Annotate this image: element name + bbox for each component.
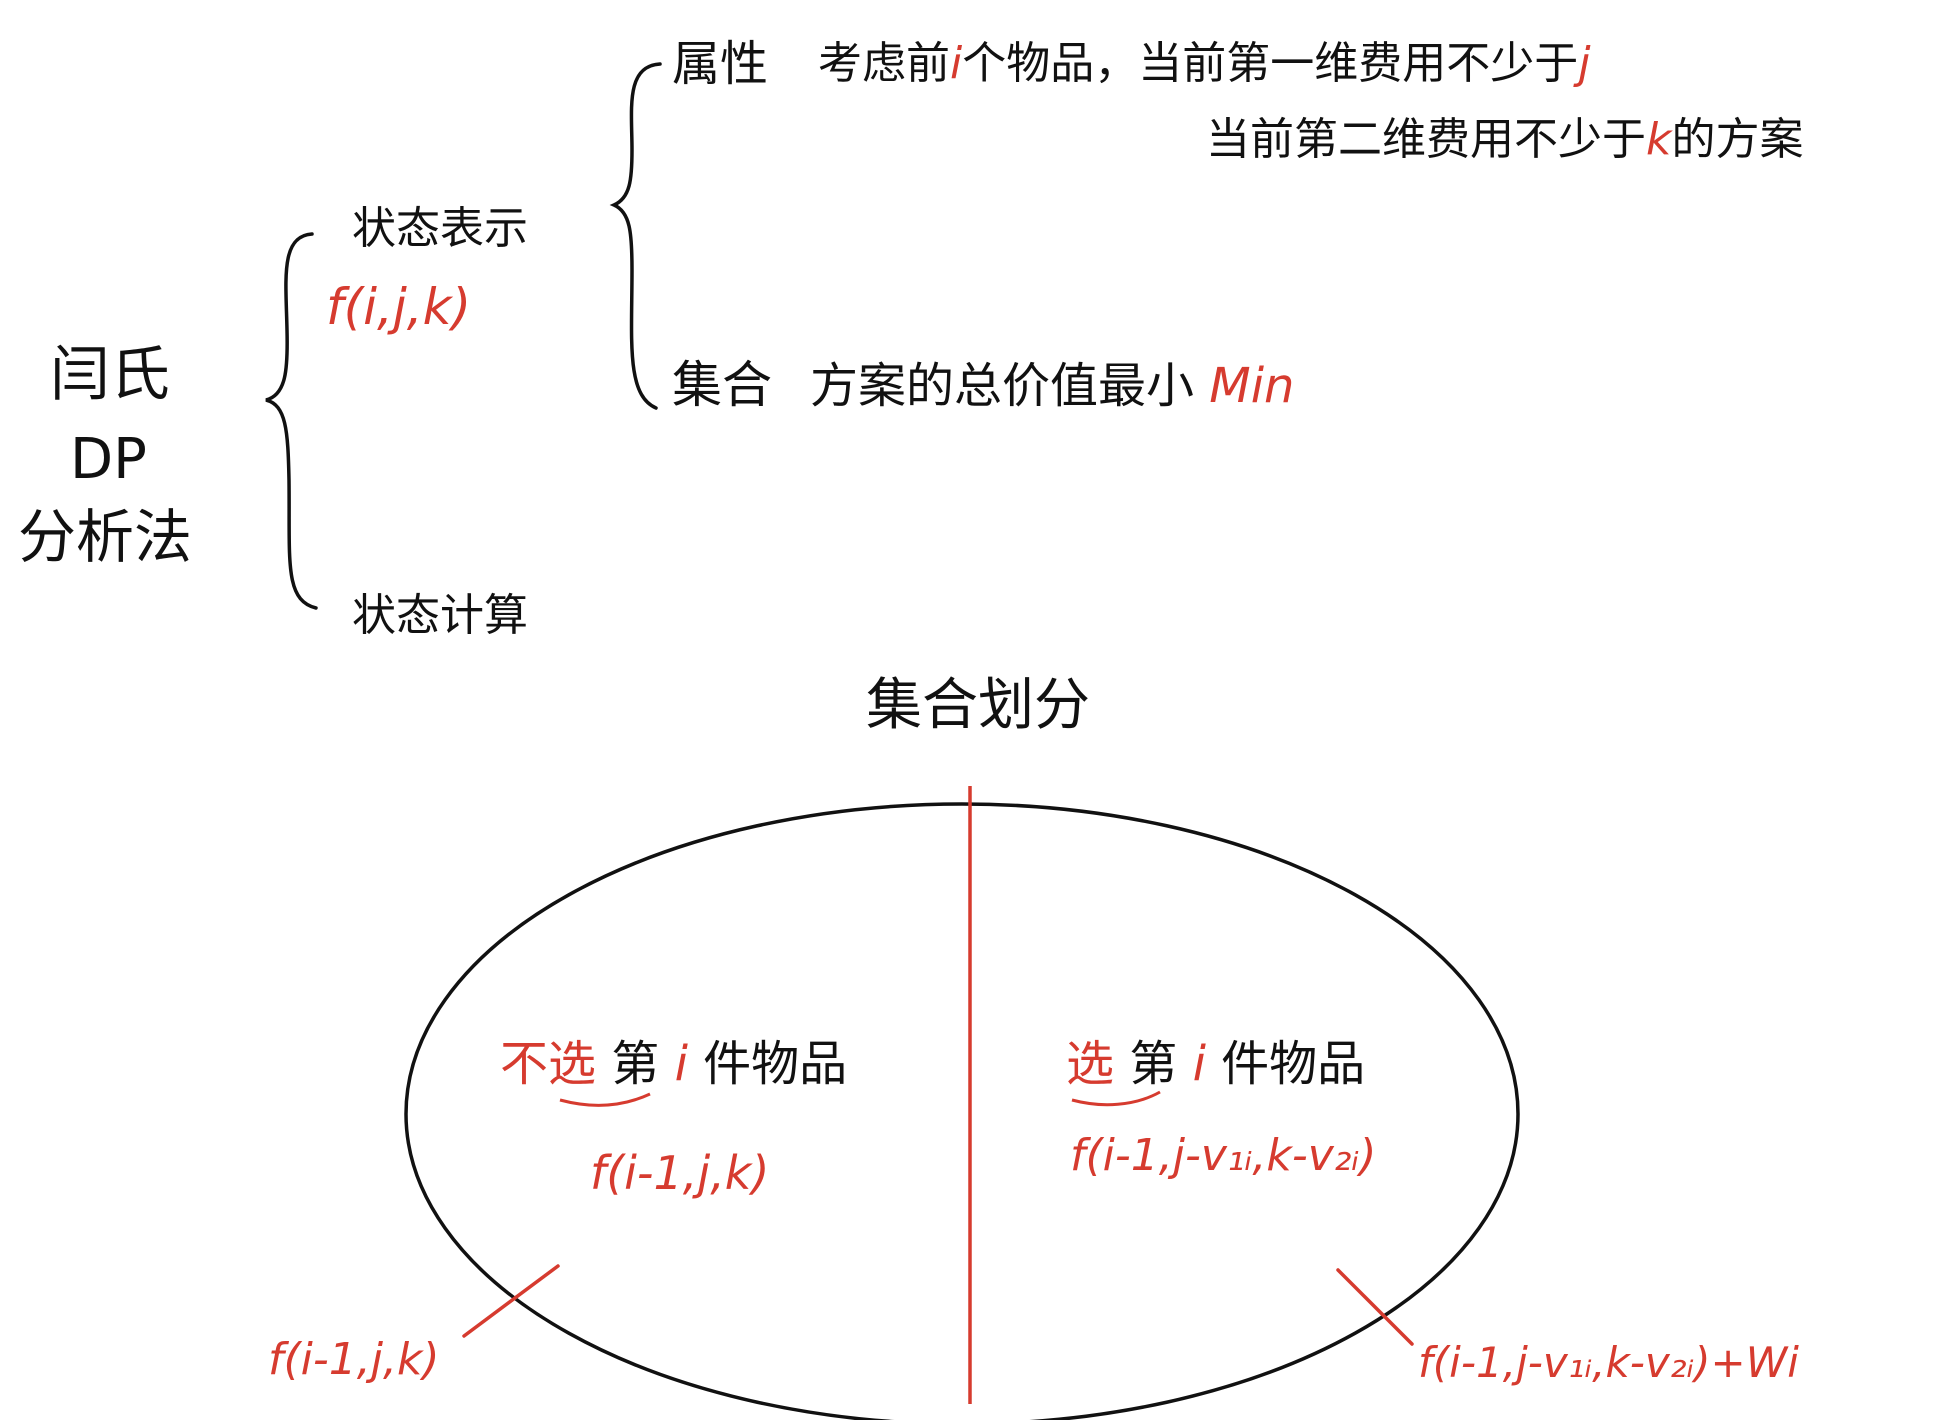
title-line-1: 闫氏 xyxy=(50,340,170,410)
attribute-var-k: k xyxy=(1646,114,1672,165)
attribute-text-b: 个物品，当前第一维费用不少于 xyxy=(962,38,1579,89)
left-callout: f(i-1,j,k) xyxy=(268,1334,440,1385)
upper-brace xyxy=(609,62,662,410)
attribute-text-a: 考虑前 xyxy=(818,38,950,89)
main-brace xyxy=(265,232,318,610)
left-case-formula: f(i-1,j,k) xyxy=(590,1146,770,1200)
right-case-text-b: 件物品 xyxy=(1221,1036,1366,1092)
right-case-label: 选 第 i 件物品 xyxy=(1066,1040,1365,1088)
collection-min: Min xyxy=(1209,358,1295,414)
left-case-label: 不选 第 i 件物品 xyxy=(500,1040,847,1088)
attribute-line-1: 考虑前i个物品，当前第一维费用不少于j xyxy=(818,42,1590,86)
right-case-formula: f(i-1,j-v₁ᵢ,k-v₂ᵢ) xyxy=(1070,1130,1377,1181)
attribute-text-d: 的方案 xyxy=(1671,114,1804,165)
attribute-label: 属性 xyxy=(672,36,769,92)
title-line-2: DP xyxy=(70,427,147,492)
attribute-text-c: 当前第二维费用不少于 xyxy=(1206,114,1646,165)
not-select-text: 不选 xyxy=(500,1036,597,1092)
state-repr-label: 状态表示 xyxy=(352,203,528,254)
right-callout: f(i-1,j-v₁ᵢ,k-v₂ᵢ)+Wi xyxy=(1418,1338,1799,1387)
left-case-var-i: i xyxy=(674,1036,688,1092)
partition-title: 集合划分 xyxy=(866,673,1090,738)
left-case-text-b: 件物品 xyxy=(703,1036,848,1092)
select-underline xyxy=(1071,1090,1161,1107)
collection-label: 集合 xyxy=(672,356,772,414)
state-calc-label: 状态计算 xyxy=(352,590,528,641)
collection-line: 方案的总价值最小 Min xyxy=(810,362,1294,410)
attribute-var-i: i xyxy=(950,38,963,89)
not-select-underline xyxy=(559,1092,651,1107)
collection-text: 方案的总价值最小 xyxy=(810,358,1195,414)
right-callout-line xyxy=(1336,1268,1414,1346)
select-text: 选 xyxy=(1066,1036,1115,1092)
right-case-text-a: 第 xyxy=(1129,1036,1178,1092)
state-repr-formula: f(i,j,k) xyxy=(326,278,472,336)
set-ellipse xyxy=(404,802,1520,1420)
attribute-line-2: 当前第二维费用不少于k的方案 xyxy=(1206,118,1803,162)
attribute-var-j: j xyxy=(1578,38,1591,89)
title-line-3: 分析法 xyxy=(18,503,193,571)
left-callout-line xyxy=(462,1264,560,1338)
right-case-var-i: i xyxy=(1192,1036,1206,1092)
left-case-text-a: 第 xyxy=(611,1036,660,1092)
